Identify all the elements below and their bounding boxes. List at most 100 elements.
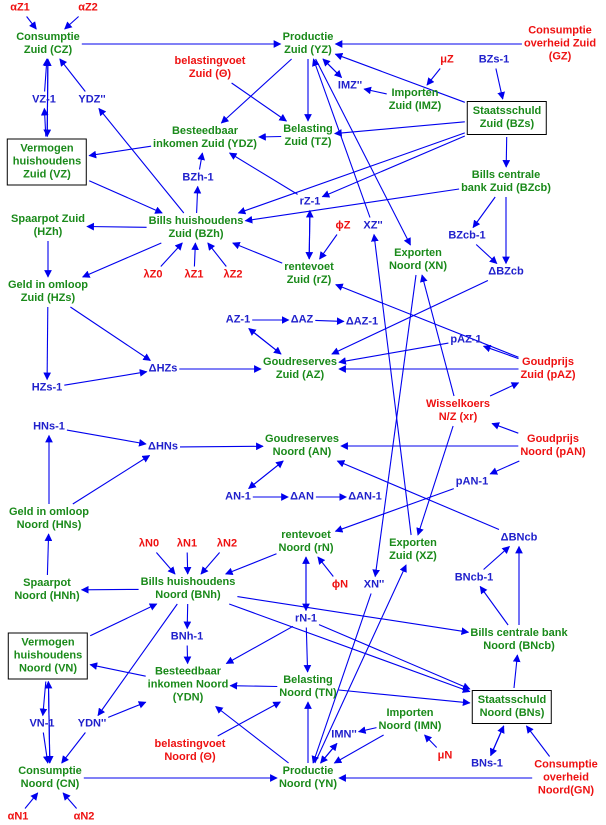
arrow-xr-to-xn [420, 274, 455, 397]
node-label-line: αN2 [73, 810, 95, 823]
node-az2: αZ2 [78, 2, 98, 15]
node-label-line: μN [437, 749, 453, 762]
arrow-cn-to-vn [44, 680, 53, 764]
node-label-line: Zuid (VZ) [23, 168, 71, 181]
node-label-line: ϕZ [335, 219, 351, 232]
arrow-rz1-to-ydz [228, 152, 298, 195]
arrow-ln2-to-bnh [200, 552, 221, 575]
arrow-bzs-to-bzh [237, 132, 465, 215]
node-dhzs: ΔHZs [149, 363, 178, 376]
node-label-line: λZ1 [184, 268, 204, 281]
node-bns1: BNs-1 [471, 758, 503, 771]
node-label-line: VZ-1 [32, 93, 56, 106]
arrow-bzh-to-bzh1 [193, 185, 202, 214]
node-vz1: VZ-1 [32, 94, 56, 107]
node-label-line: μZ [440, 53, 454, 66]
node-label-line: BNs-1 [471, 757, 503, 770]
node-label-line: inkomen Noord [147, 678, 229, 691]
node-paz1: pAZ-1 [450, 334, 481, 347]
arrow-bns-to-bns1 [489, 725, 505, 757]
node-label-line: Consumptie [16, 31, 80, 43]
node-hns1: HNs-1 [33, 421, 65, 434]
node-label-line: Noord (BNcb) [483, 640, 555, 652]
arrow-bzcb-to-bzcb1 [472, 196, 496, 229]
arrow-vn1-to-cn [42, 732, 51, 764]
arrow-yz-to-xn [315, 58, 411, 246]
node-label-line: αZ2 [78, 1, 98, 14]
arrow-hnh-to-hns [44, 533, 53, 576]
node-label-line: Zuid (CZ) [23, 44, 73, 56]
arrow-vz-to-bzh [88, 180, 163, 214]
arrow-bzcb-to-bzh [244, 188, 460, 224]
arrow-an1-to-cn [24, 792, 39, 809]
node-label-line: IMN'' [331, 728, 357, 741]
node-label-line: XZ'' [363, 219, 383, 232]
arrow-an-to-an1 [248, 460, 284, 489]
node-label-line: Zuid (Θ) [188, 68, 232, 80]
node-label-line: Staatsschuld [472, 105, 542, 117]
arrow-bzs1-to-bzs [495, 68, 505, 100]
node-label-line: Zuid (XZ) [389, 550, 437, 562]
arrow-az2-to-cz [64, 16, 79, 30]
node-xnpp: XN'' [364, 579, 385, 592]
node-label-line: inkomen Zuid (YDZ) [153, 138, 257, 150]
node-label-line: Productie [282, 765, 334, 777]
node-label-line: Geld in omloop [8, 506, 90, 518]
node-pan1: pAN-1 [456, 476, 488, 489]
arrow-bzs-to-tz [334, 121, 465, 137]
node-label-line: Bills centrale [471, 169, 541, 181]
node-an1: AN-1 [225, 491, 251, 504]
node-label-line: Goudprijs [527, 433, 579, 445]
node-label-line: rentevoet [281, 529, 331, 541]
arrow-bzcb1-to-dbzcb [475, 244, 498, 265]
node-label-line: Importen [391, 87, 439, 99]
node-label-line: YDZ'' [78, 93, 106, 106]
node-label-line: Bills huishoudens [140, 576, 236, 588]
node-label-line: BNh-1 [170, 630, 204, 643]
node-label-line: ΔHZs [148, 362, 178, 375]
node-ydnpp: YDN'' [78, 718, 106, 731]
arrow-phiz-to-rz [319, 234, 338, 260]
node-label-line: Zuid (HZs) [20, 292, 76, 304]
node-label-line: Goudreserves [265, 433, 339, 445]
node-label-line: ΔAN-1 [348, 490, 382, 503]
arrow-rn1-to-bns [318, 624, 471, 690]
arrow-phin-to-rn [317, 556, 334, 577]
node-label-line: (YDN) [172, 691, 204, 704]
node-ln0: λN0 [139, 538, 159, 551]
node-an1: αN1 [8, 811, 29, 824]
node-dan: ΔAN [290, 491, 314, 504]
node-label-line: Goudreserves [263, 356, 337, 368]
arrow-bzh-to-ydzpp [98, 107, 185, 214]
node-label-line: αZ1 [10, 1, 30, 14]
node-xzpp: XZ'' [363, 220, 382, 233]
arrow-lz0-to-bzh [160, 242, 183, 267]
arrow-bns-to-bncb [512, 654, 521, 689]
node-imnpp: IMN'' [331, 729, 356, 742]
node-label-line: Bills centrale bank [470, 627, 568, 639]
node-ydzpp: YDZ'' [78, 94, 105, 107]
arrow-xr-to-xz [416, 425, 454, 536]
node-label-line: N/Z (xr) [438, 411, 478, 423]
arrows-layer [24, 16, 551, 809]
arrow-ln1-to-bnh [183, 552, 192, 575]
arrow-hzs-to-dhzs [70, 306, 151, 361]
node-label-line: Zuid (TZ) [284, 136, 332, 148]
node-label-line: ϕN [331, 578, 349, 591]
node-label-line: Besteedbaar [154, 665, 222, 678]
node-label-line: Noord (HNs) [16, 519, 82, 531]
node-label-line: Noord (BNh) [155, 589, 221, 601]
arrow-hns-to-dhns [72, 455, 151, 505]
node-label-line: VN-1 [29, 717, 55, 730]
